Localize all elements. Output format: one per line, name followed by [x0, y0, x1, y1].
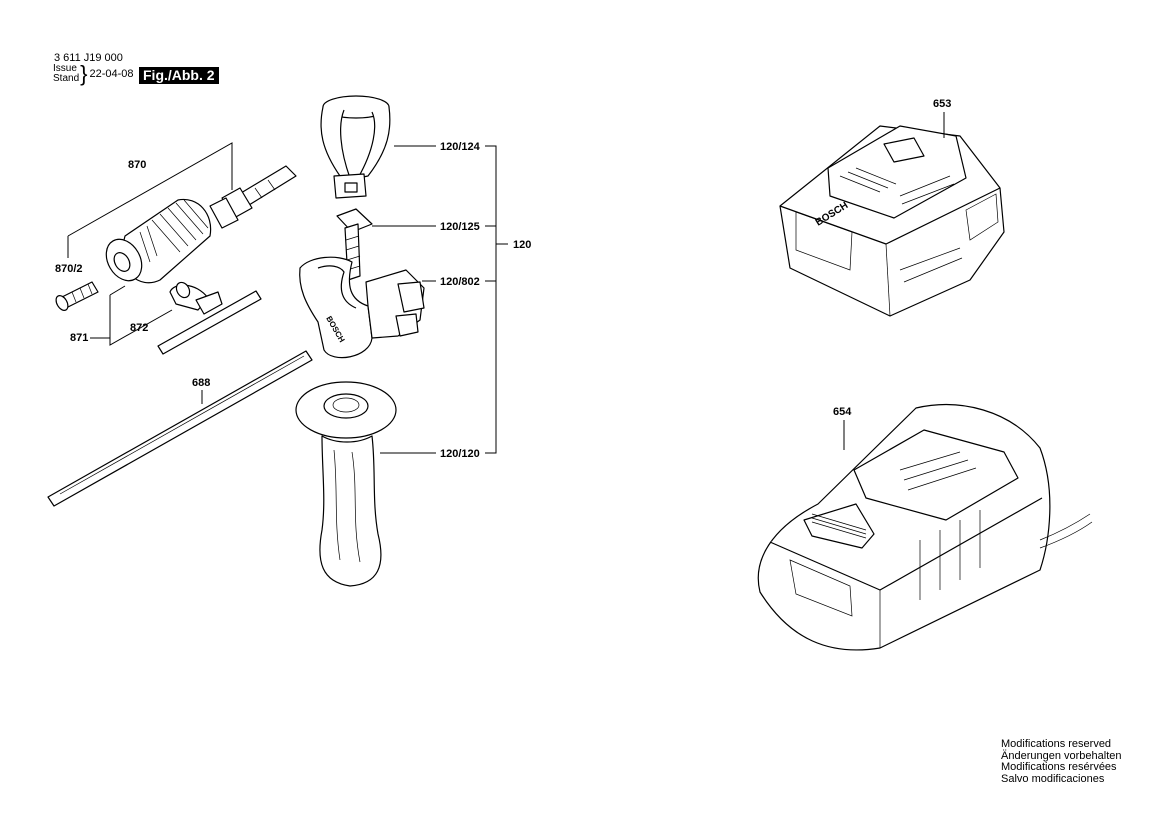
footer-notes: Modifications reserved Änderungen vorbeh…	[1001, 738, 1122, 785]
depth-rod-part	[47, 350, 313, 507]
footer-line-en: Modifications reserved	[1001, 738, 1112, 750]
leader-871-end	[109, 285, 126, 296]
footer-line-de: Änderungen vorbehalten	[1001, 749, 1122, 762]
label-871: 871	[70, 332, 88, 344]
label-120-802: 120/802	[440, 276, 480, 288]
leader-871-872	[90, 309, 173, 346]
chuck-key-part	[157, 281, 262, 355]
label-120: 120	[513, 239, 531, 251]
issue-block: Issue Stand } 22-04-08	[53, 61, 134, 86]
footer-line-fr: Modifications resérvées	[1001, 761, 1117, 773]
sds-adapter-part	[209, 165, 297, 229]
side-handle-grip-part	[295, 381, 397, 587]
label-872: 872	[130, 322, 148, 334]
issue-labels: Issue Stand	[53, 64, 79, 84]
document-number: 3 611 J19 000	[54, 52, 123, 64]
stand-label: Stand	[53, 73, 80, 84]
brace-icon: }	[80, 61, 88, 86]
figure-label: Fig./Abb. 2	[139, 67, 219, 84]
label-654: 654	[833, 406, 852, 418]
footer-line-es: Salvo modificaciones	[1001, 772, 1105, 785]
handle-holder-part: BOSCH	[299, 256, 425, 359]
label-870: 870	[128, 159, 146, 171]
drill-chuck-part	[105, 198, 212, 284]
label-653: 653	[933, 98, 951, 110]
label-688: 688	[192, 377, 210, 389]
bracket-120	[485, 145, 497, 454]
leader-870	[67, 142, 233, 237]
issue-date: 22-04-08	[89, 68, 134, 80]
callout-group-870: 870	[67, 142, 233, 258]
clamping-band-part	[320, 95, 391, 199]
issue-label: Issue	[53, 63, 77, 74]
screw-870-2-part	[55, 281, 99, 311]
charger-part	[757, 404, 1093, 651]
label-870-2: 870/2	[55, 263, 83, 275]
label-120-125: 120/125	[440, 221, 480, 233]
label-120-120: 120/120	[440, 448, 480, 460]
label-120-124: 120/124	[440, 141, 481, 153]
battery-pack-part: BOSCH	[779, 125, 1005, 317]
